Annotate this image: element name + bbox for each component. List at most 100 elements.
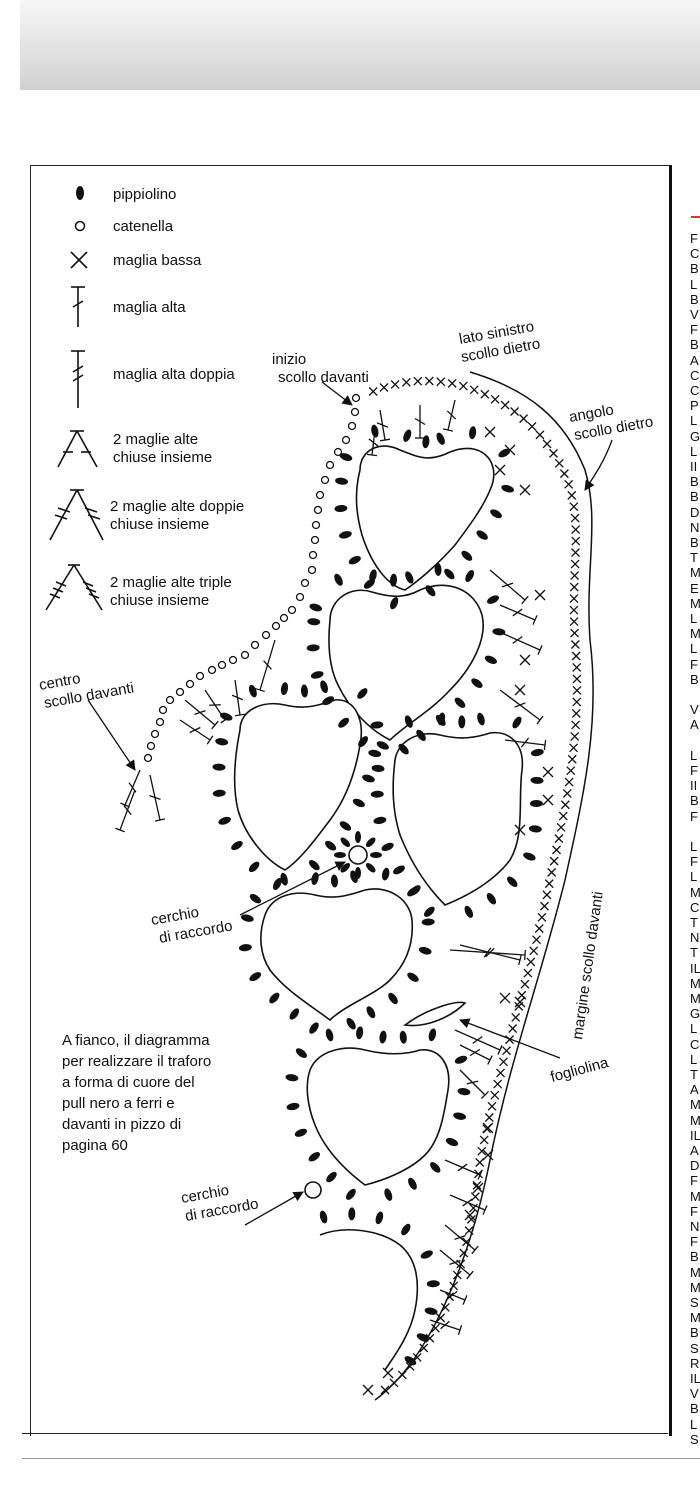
single-crochet-mark: [542, 439, 552, 449]
picot-mark: [352, 798, 365, 808]
single-crochet-mark: [382, 1367, 394, 1379]
single-crochet-mark: [519, 484, 531, 496]
picot-mark: [310, 671, 324, 679]
single-crochet-mark: [544, 879, 554, 889]
tall-stitch-bar: [472, 1036, 483, 1044]
tall-stitch-cap: [379, 438, 391, 442]
picot-mark: [523, 852, 536, 861]
side-letter: L: [690, 1021, 698, 1037]
tall-stitch-bar: [520, 737, 530, 748]
picot-legend-icon: [76, 186, 84, 200]
side-letter: F: [690, 763, 698, 778]
heart-motif: [306, 1047, 450, 1186]
single-crochet-mark: [572, 686, 582, 695]
chain-mark: [341, 435, 351, 445]
tall-stitch-cap: [487, 1055, 493, 1065]
picot-mark: [280, 682, 289, 696]
picot-mark: [355, 867, 361, 879]
red-accent-rule: [691, 216, 700, 218]
side-letter: L: [690, 276, 698, 292]
leaf-motif: [402, 1001, 467, 1027]
single-crochet-mark: [523, 968, 533, 978]
side-letter: L: [690, 1051, 698, 1067]
side-letter: M: [690, 1264, 700, 1280]
picot-mark: [248, 861, 260, 873]
side-letter: N: [690, 1219, 700, 1234]
chain-mark: [240, 650, 250, 660]
tall-stitch-bar: [440, 1320, 450, 1330]
picot-mark: [422, 435, 430, 449]
tall-stitch-cap: [518, 954, 522, 966]
arrow-cerchio1: [239, 861, 346, 916]
picot-mark: [370, 790, 384, 798]
picot-mark: [476, 530, 488, 540]
single-crochet-mark: [464, 1209, 476, 1221]
single-crochet-mark: [526, 957, 536, 967]
side-letter: L: [690, 869, 698, 885]
label-inizio-1: inizio: [272, 351, 306, 368]
picot-mark: [286, 1102, 300, 1111]
chain-mark: [310, 535, 320, 545]
picot-mark: [403, 429, 412, 442]
single-crochet-mark: [572, 663, 582, 672]
picot-mark: [289, 1008, 300, 1020]
single-crochet-mark: [572, 674, 582, 684]
single-crochet-mark: [499, 992, 511, 1004]
chain-legend-icon: [74, 220, 86, 232]
picot-mark: [389, 573, 398, 587]
side-letter: P: [690, 398, 699, 414]
picot-mark: [309, 1022, 319, 1034]
single-crochet-mark: [458, 381, 468, 391]
single-crochet-mark: [529, 946, 539, 956]
side-letter: B: [690, 291, 699, 307]
tall-stitch-cap: [466, 1270, 474, 1280]
heart-motif: [392, 731, 524, 906]
side-letter: C: [690, 899, 700, 915]
chain-mark: [228, 655, 238, 665]
picot-mark: [249, 893, 262, 904]
side-letter: F: [690, 322, 698, 338]
tall-stitch-cap: [120, 802, 130, 808]
picot-mark: [248, 684, 257, 698]
tall-stitch-bar: [514, 702, 526, 708]
tall-stitch-cap: [115, 827, 125, 833]
tall-stitch-cap: [206, 735, 214, 745]
single-crochet-mark: [508, 1024, 518, 1033]
single-crochet-mark: [571, 708, 581, 718]
picot-mark: [356, 1026, 364, 1040]
single-crochet-mark: [436, 1313, 446, 1323]
side-letter: V: [690, 702, 699, 718]
picot-mark: [348, 1207, 356, 1221]
picot-mark: [381, 842, 394, 852]
picot-mark: [215, 738, 229, 746]
side-letter: T: [690, 945, 698, 961]
picot-mark: [339, 531, 352, 539]
single-crochet-mark: [469, 385, 479, 395]
side-letter: B: [690, 793, 699, 809]
dc-legend-icon: [71, 286, 85, 327]
picot-mark: [308, 860, 320, 871]
side-letter: V: [690, 1386, 699, 1402]
heart-motif-partial: [319, 1229, 419, 1371]
tall-stitch-bar: [376, 422, 389, 428]
side-letter: A: [690, 1143, 699, 1158]
tall-stitch-bar: [123, 805, 132, 815]
single-crochet-mark: [484, 1113, 494, 1122]
chain-mark: [325, 460, 335, 470]
picot-mark: [399, 1030, 407, 1044]
tall-stitch-marks: [115, 399, 547, 1335]
legend-label-tr2tog-1: 2 maglie alte doppie: [110, 498, 244, 515]
picot-mark: [404, 1356, 417, 1366]
figure-caption: A fianco, il diagramma per realizzare il…: [62, 1032, 212, 1154]
tall-stitch-cap: [471, 1245, 479, 1255]
single-crochet-mark: [511, 1012, 521, 1022]
picot-mark: [369, 569, 377, 583]
single-crochet-mark: [487, 1101, 497, 1111]
chain-marks: [143, 393, 361, 763]
side-letter: IL: [690, 1127, 700, 1143]
side-letter: M: [690, 1310, 700, 1326]
side-letter: M: [690, 626, 700, 642]
annotation-arrows: [87, 381, 613, 1226]
single-crochet-mark: [514, 824, 526, 836]
